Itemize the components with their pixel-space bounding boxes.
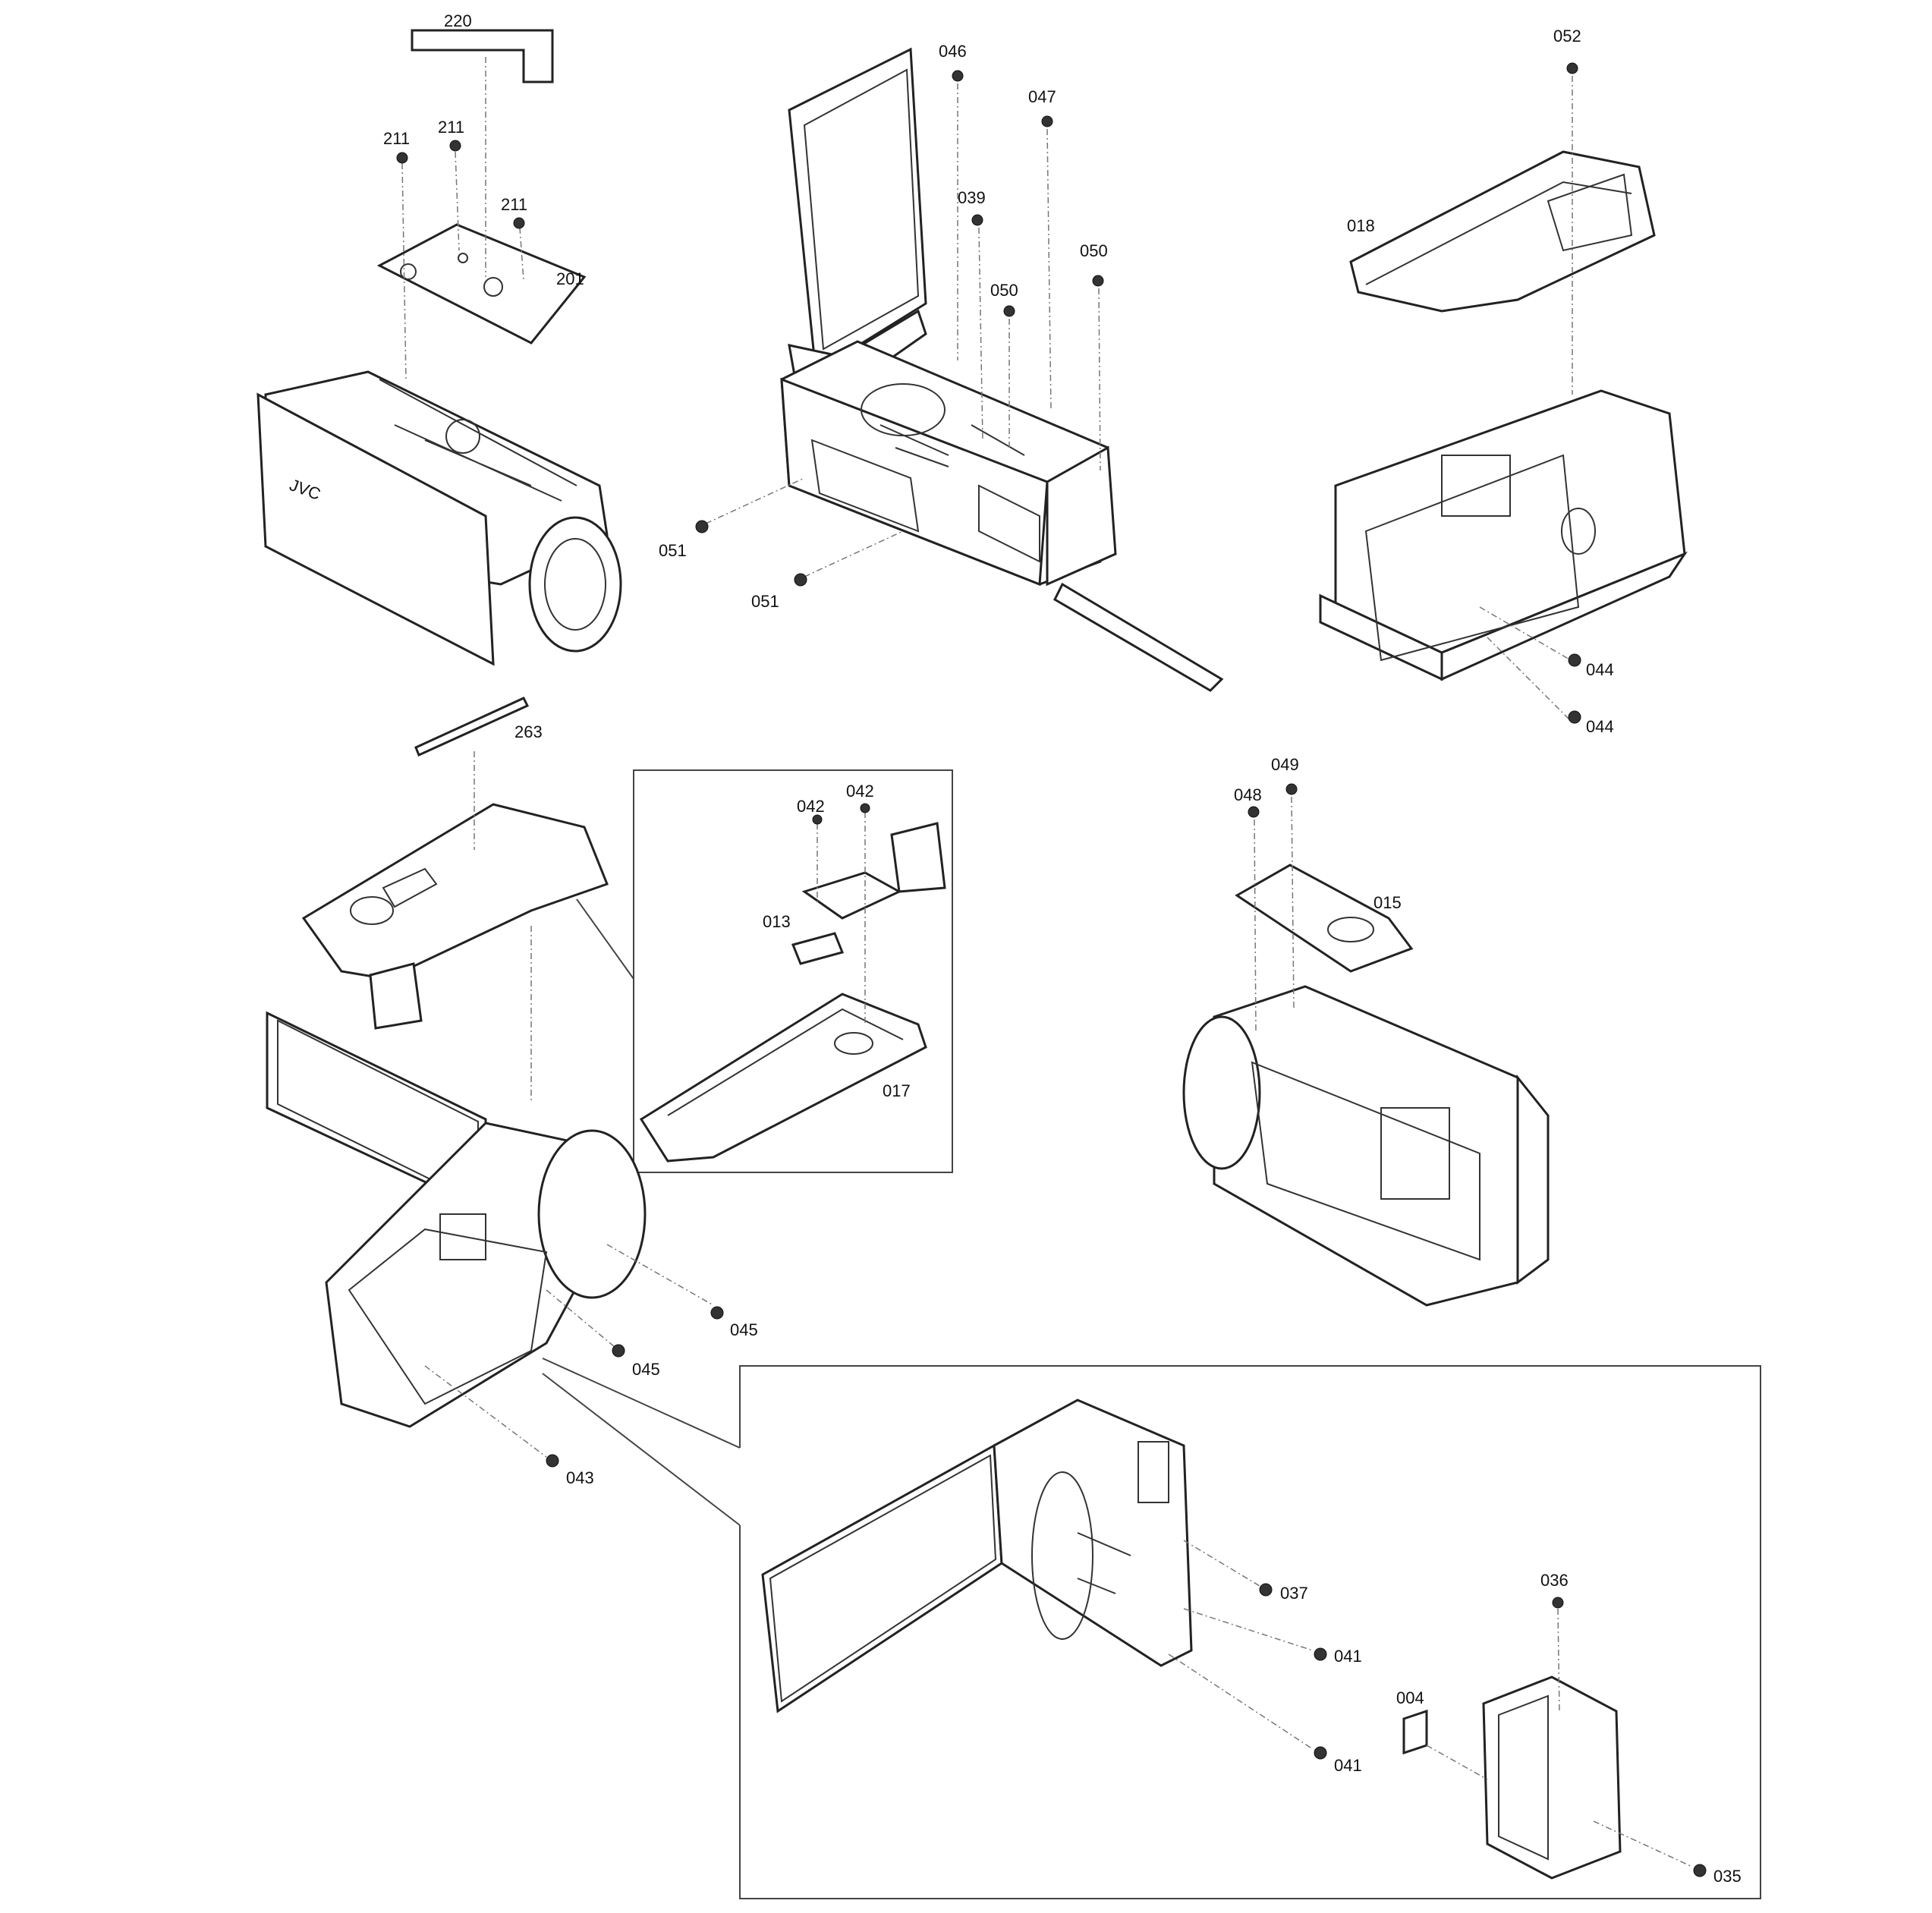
screw-041b bbox=[1314, 1746, 1327, 1760]
screw-043 bbox=[546, 1454, 559, 1468]
callout-211-right: 211 bbox=[501, 195, 527, 214]
camcorder-body-top-left: JVC bbox=[256, 370, 622, 666]
screw-042a bbox=[812, 814, 823, 825]
screw-044b bbox=[1568, 710, 1581, 724]
callout-051-lower: 051 bbox=[751, 592, 779, 611]
callout-045-upper: 045 bbox=[730, 1320, 758, 1339]
callout-049: 049 bbox=[1271, 755, 1299, 774]
callout-220: 220 bbox=[444, 11, 472, 30]
screw-046 bbox=[952, 70, 964, 82]
screw-035 bbox=[1693, 1864, 1707, 1877]
callout-labels: 220 211 211 211 201 046 047 039 050 050 … bbox=[383, 11, 1742, 1886]
screw-211b bbox=[449, 140, 461, 152]
callout-050-right: 050 bbox=[1080, 241, 1108, 260]
callout-044-lower: 044 bbox=[1586, 717, 1614, 736]
callout-018: 018 bbox=[1347, 216, 1375, 235]
screw-039 bbox=[971, 214, 983, 226]
inset-frame-upper bbox=[576, 769, 953, 1173]
callout-035: 035 bbox=[1713, 1867, 1742, 1886]
screw-041a bbox=[1314, 1647, 1327, 1661]
callout-046: 046 bbox=[939, 42, 967, 61]
screw-048 bbox=[1248, 806, 1260, 818]
screw-050a bbox=[1003, 305, 1015, 317]
callout-004: 004 bbox=[1396, 1688, 1424, 1707]
callout-042-left: 042 bbox=[797, 797, 825, 816]
callout-039: 039 bbox=[958, 188, 986, 207]
inset-frame-lower bbox=[542, 1358, 1761, 1899]
callout-015: 015 bbox=[1373, 893, 1402, 912]
screw-211a bbox=[396, 152, 408, 164]
main-body-top-center bbox=[780, 340, 1117, 587]
camcorder-body-mid-right bbox=[1182, 985, 1550, 1307]
callout-211-mid: 211 bbox=[438, 118, 464, 137]
base-plate-017 bbox=[639, 993, 927, 1163]
top-grip-cover bbox=[301, 803, 609, 1030]
callout-047: 047 bbox=[1028, 87, 1056, 106]
main-chassis-bottom bbox=[993, 1399, 1193, 1667]
callout-263: 263 bbox=[514, 722, 543, 741]
top-plate-201 bbox=[376, 223, 587, 345]
screw-044a bbox=[1568, 653, 1581, 667]
screw-052 bbox=[1566, 62, 1578, 74]
screw-047 bbox=[1041, 115, 1053, 127]
screw-211c bbox=[513, 217, 525, 229]
callout-041-upper: 041 bbox=[1334, 1647, 1362, 1666]
camcorder-body-top-right bbox=[1319, 389, 1688, 681]
callout-017: 017 bbox=[883, 1081, 911, 1100]
screw-045a bbox=[710, 1306, 724, 1320]
screw-037 bbox=[1259, 1583, 1273, 1597]
callout-051-upper: 051 bbox=[659, 541, 687, 560]
callout-050-left: 050 bbox=[990, 281, 1018, 300]
top-cover-018 bbox=[1349, 150, 1656, 313]
callout-211-left: 211 bbox=[383, 129, 410, 148]
bracket-015 bbox=[1235, 864, 1414, 973]
callout-043: 043 bbox=[566, 1468, 594, 1487]
callout-037: 037 bbox=[1280, 1584, 1308, 1603]
leader-lines bbox=[401, 57, 1693, 1867]
screw-045b bbox=[612, 1344, 625, 1358]
camcorder-body-mid-left bbox=[325, 1122, 647, 1428]
label-263 bbox=[414, 697, 530, 757]
label-004 bbox=[1402, 1709, 1428, 1755]
callout-052: 052 bbox=[1553, 27, 1581, 46]
screw-051a bbox=[695, 520, 709, 533]
bracket-013 bbox=[791, 822, 946, 965]
callout-036: 036 bbox=[1540, 1571, 1569, 1590]
lcd-panel-top bbox=[788, 47, 927, 389]
screw-050b bbox=[1092, 275, 1104, 287]
screw-036 bbox=[1552, 1597, 1564, 1609]
callout-045-lower: 045 bbox=[632, 1360, 660, 1379]
callout-044-upper: 044 bbox=[1586, 660, 1614, 679]
callout-042-right: 042 bbox=[846, 782, 874, 801]
callout-201: 201 bbox=[556, 269, 584, 288]
callout-041-lower: 041 bbox=[1334, 1756, 1362, 1775]
screws bbox=[396, 62, 1707, 1877]
screw-049 bbox=[1285, 783, 1298, 795]
module-bottom-right bbox=[1482, 1675, 1622, 1880]
callout-048: 048 bbox=[1234, 785, 1262, 804]
flex-cable-top-center bbox=[1053, 582, 1224, 692]
screw-051b bbox=[794, 573, 807, 587]
callout-013: 013 bbox=[763, 912, 791, 931]
label-220 bbox=[411, 29, 554, 83]
lcd-panel-bottom bbox=[761, 1443, 1003, 1713]
screw-042b bbox=[860, 803, 870, 813]
